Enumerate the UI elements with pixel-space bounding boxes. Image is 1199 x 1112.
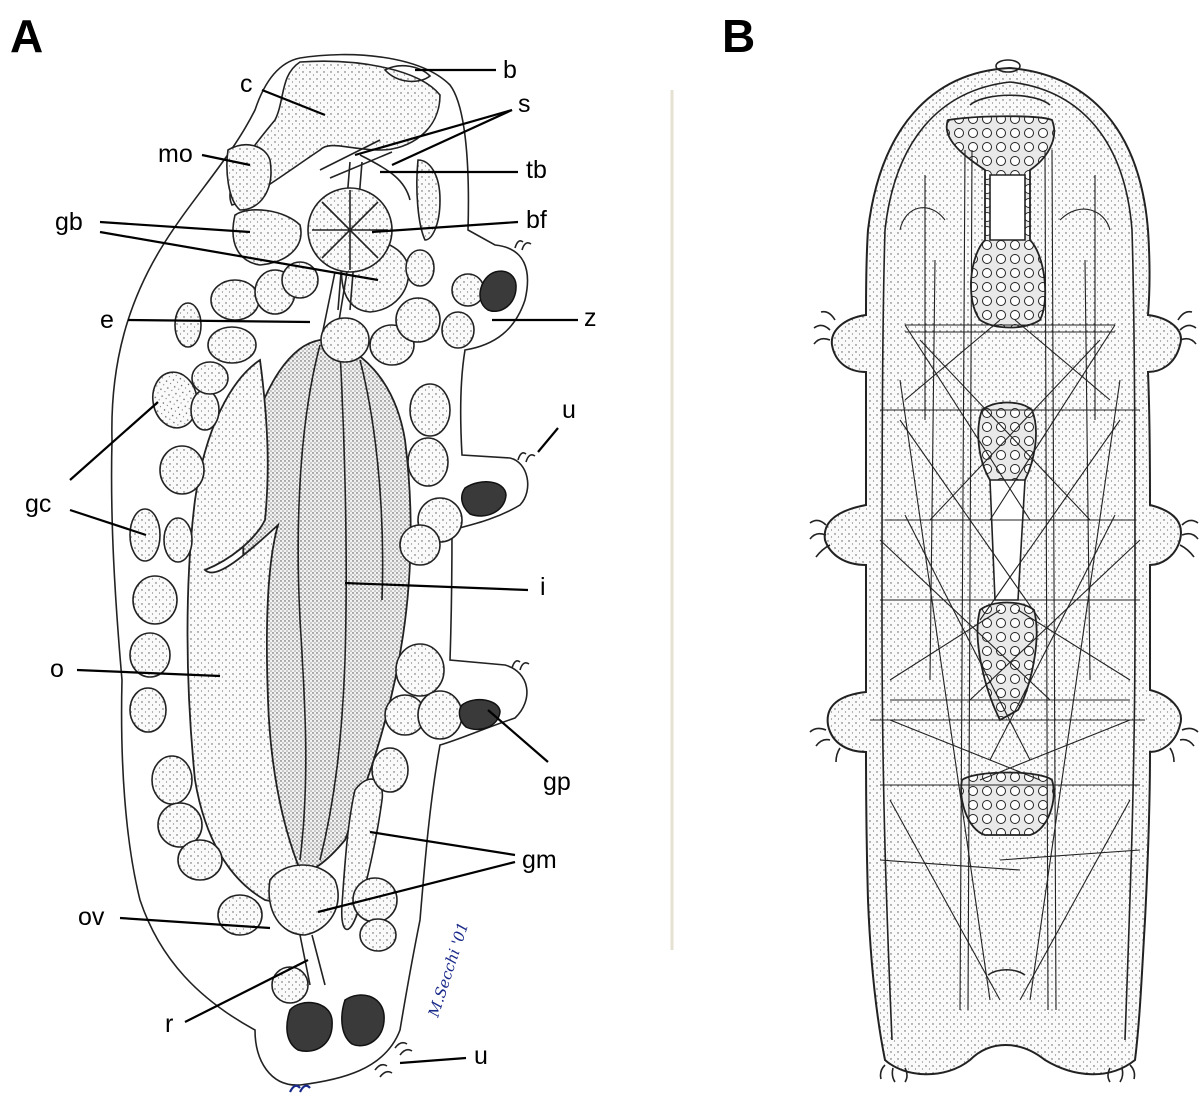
label-b: b	[503, 56, 517, 84]
panel-letter-b: B	[722, 10, 755, 62]
label-u-bottom: u	[474, 1042, 488, 1070]
mouth-opening-left	[227, 145, 271, 210]
label-z: z	[584, 304, 597, 332]
label-tb: tb	[526, 156, 547, 184]
label-gm: gm	[522, 846, 557, 874]
rectum-bulb	[269, 865, 338, 935]
label-bf: bf	[526, 206, 547, 234]
label-c: c	[240, 70, 253, 98]
label-e: e	[100, 306, 114, 334]
label-gb: gb	[55, 208, 83, 236]
label-s: s	[518, 90, 531, 118]
panel-a-drawing: M.Secchi '01	[112, 55, 535, 1092]
label-gc: gc	[25, 490, 51, 518]
panel-b-drawing	[810, 60, 1198, 1082]
panel-letter-a: A	[10, 10, 43, 62]
label-r: r	[165, 1010, 173, 1038]
label-mo: mo	[158, 140, 193, 168]
artist-signature: M.Secchi '01	[424, 920, 472, 1020]
label-o: o	[50, 655, 64, 683]
label-i: i	[540, 573, 546, 601]
label-ov: ov	[78, 903, 105, 931]
label-u-mid: u	[562, 396, 576, 424]
label-gp: gp	[543, 768, 571, 796]
